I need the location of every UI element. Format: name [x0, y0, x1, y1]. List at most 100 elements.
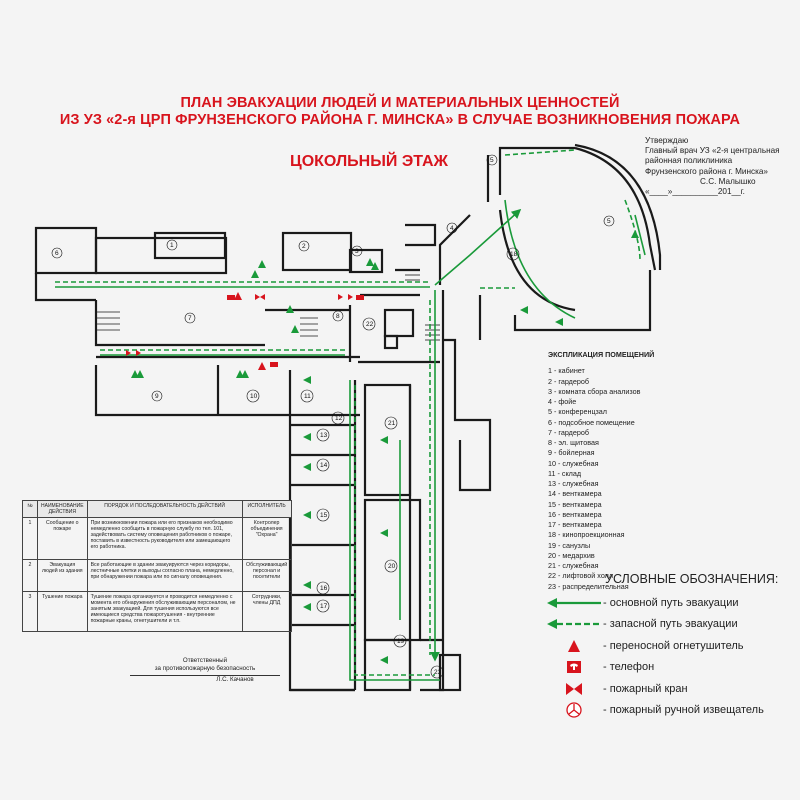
route-arrows: [131, 230, 639, 664]
explication-item: 13 - служебная: [548, 479, 599, 488]
stairs: [97, 274, 440, 341]
room-number: 6: [55, 250, 59, 257]
room-number: 9: [155, 393, 159, 400]
room-number: 23: [434, 669, 442, 676]
explication-item: 15 - венткамера: [548, 499, 602, 509]
column-header: ИСПОЛНИТЕЛЬ: [241, 500, 292, 518]
explication-item: 3 - комната сбора анализов: [548, 386, 641, 396]
explication-item: 11 - склад: [548, 468, 582, 478]
legend-item: - пожарный кран: [545, 678, 778, 700]
legend-item: - переносной огнетушитель: [545, 635, 778, 657]
room-number: 14: [320, 462, 328, 469]
explication-item: 20 - медархив: [548, 550, 595, 560]
table-cell: Сотрудники, члены ДПД: [241, 591, 292, 632]
room-number: 20: [388, 563, 396, 570]
room-number: 22: [366, 321, 374, 328]
room-number: 15: [320, 512, 328, 519]
responsible-line: Ответственный: [182, 657, 228, 664]
legend: УСЛОВНЫЕ ОБОЗНАЧЕНИЯ: - основной путь эв…: [545, 572, 778, 721]
explication-item: 5 - конференцзал: [548, 407, 607, 417]
table-cell: Эвакуация людей из здания: [37, 559, 88, 592]
responsible-name: Л.С. Качанов: [130, 675, 280, 684]
explication-item: 7 - гардероб: [548, 427, 589, 437]
table-row: 1 Сообщение о пожаре При возникновении п…: [22, 517, 292, 560]
approval-block: Утверждаю Главный врач УЗ «2-я центральн…: [645, 136, 795, 197]
explication-item: 6 - подсобное помещение: [548, 417, 635, 427]
table-row: 2 Эвакуация людей из здания Все работающ…: [22, 559, 292, 592]
explication-item: 4 - фойе: [548, 397, 577, 406]
room-labels: 1 2 3 4 5 5 6 7 8 9 10 11 12 13 14 15 16…: [55, 157, 611, 676]
column-header: НАИМЕНОВАНИЕ ДЕЙСТВИЯ: [37, 500, 88, 518]
explication-item: 2 - гардероб: [548, 376, 589, 386]
column-header: ПОРЯДОК И ПОСЛЕДОВАТЕЛЬНОСТЬ ДЕЙСТВИЙ: [86, 500, 243, 518]
room-number: 11: [304, 393, 311, 400]
approval-line: Фрунзенского района г. Минска»: [645, 166, 768, 176]
table-cell: 2: [22, 559, 38, 592]
explication-item: 17 - венткамера: [548, 520, 602, 529]
table-cell: Контролер объединения "Охрана": [241, 517, 292, 560]
explication-item: 22 - лифтовой холл: [548, 571, 614, 581]
plan-title-line1: ПЛАН ЭВАКУАЦИИ ЛЮДЕЙ И МАТЕРИАЛЬНЫХ ЦЕНН…: [180, 95, 620, 111]
legend-label: - основной путь эвакуации: [603, 596, 739, 609]
room-number: 1: [170, 242, 174, 249]
room-number: 19: [397, 638, 405, 645]
legend-label: - пожарный ручной извещатель: [603, 704, 764, 717]
room-number: 12: [335, 415, 343, 422]
actions-table: № НАИМЕНОВАНИЕ ДЕЙСТВИЯ ПОРЯДОК И ПОСЛЕД…: [22, 500, 292, 632]
explication-item: 21 - служебная: [548, 561, 599, 570]
approval-line: Утверждаю: [645, 136, 689, 145]
table-cell: Сообщение о пожаре: [37, 517, 88, 560]
table-cell: Обслуживающий персонал и посетители: [241, 559, 292, 592]
approval-date: «____»__________201__г.: [645, 187, 745, 197]
table-cell: Все работающие в здании эвакуируются чер…: [86, 559, 243, 592]
legend-title: УСЛОВНЫЕ ОБОЗНАЧЕНИЯ:: [605, 572, 779, 586]
room-number: 10: [250, 393, 258, 400]
walls: [34, 143, 662, 692]
legend-item: - телефон: [545, 657, 778, 679]
explication-item: 16 - венткамера: [548, 509, 602, 519]
room-number: 16: [320, 585, 328, 592]
room-number: 5: [490, 157, 494, 164]
explication-item: 23 - распределительная: [548, 581, 629, 591]
room-number: 13: [320, 432, 328, 439]
responsible-block: Ответственный за противопожарную безопас…: [130, 657, 280, 684]
room-number: 4: [450, 225, 454, 232]
room-number: 3: [355, 248, 359, 255]
room-number: 7: [188, 315, 192, 322]
explication-item: 19 - санузлы: [548, 540, 591, 550]
floor-name: ЦОКОЛЬНЫЙ ЭТАЖ: [290, 153, 448, 170]
room-number: 18: [510, 251, 518, 258]
table-cell: При возникновении пожара или его признак…: [86, 517, 243, 560]
approval-line: районная поликлиника: [645, 156, 733, 166]
table-cell: 1: [22, 517, 38, 560]
table-cell: 3: [22, 591, 38, 632]
main-route-icon: [545, 594, 603, 612]
reserve-evacuation-route: [55, 149, 641, 676]
legend-label: - переносной огнетушитель: [603, 639, 744, 652]
table-cell: Тушение пожара организуется и проводится…: [86, 591, 243, 632]
room-number: 21: [388, 420, 396, 427]
explication-item: 18 - кинопроекционная: [548, 530, 625, 540]
table-row: 3 Тушение пожара Тушение пожара организу…: [22, 591, 292, 632]
legend-label: - телефон: [603, 661, 655, 674]
legend-item: - основной путь эвакуации: [545, 592, 778, 614]
room-number: 8: [336, 313, 340, 320]
room-number: 17: [320, 603, 328, 610]
explication-item: 1 - кабинет: [548, 366, 585, 376]
room-explication: ЭКСПЛИКАЦИЯ ПОМЕЩЕНИЙ 1 - кабинет 2 - га…: [548, 350, 654, 592]
approval-signature: С.С. Малышко: [700, 176, 756, 186]
responsible-line: за противопожарную безопасность: [154, 665, 256, 672]
room-number: 2: [302, 243, 306, 250]
explication-item: 14 - венткамера: [548, 489, 602, 499]
column-header: №: [22, 500, 38, 518]
explication-item: 9 - бойлерная: [548, 448, 595, 458]
room-number: 5: [607, 218, 611, 225]
fire-equipment: [126, 292, 364, 370]
fire-hydrant-icon: [545, 680, 603, 698]
legend-item: - пожарный ручной извещатель: [545, 700, 778, 722]
explication-item: 10 - служебная: [548, 458, 599, 468]
explication-item: 8 - эл. щитовая: [548, 438, 599, 447]
table-cell: Тушение пожара: [37, 591, 88, 632]
approval-line: Главный врач УЗ «2-я центральная: [645, 146, 780, 156]
